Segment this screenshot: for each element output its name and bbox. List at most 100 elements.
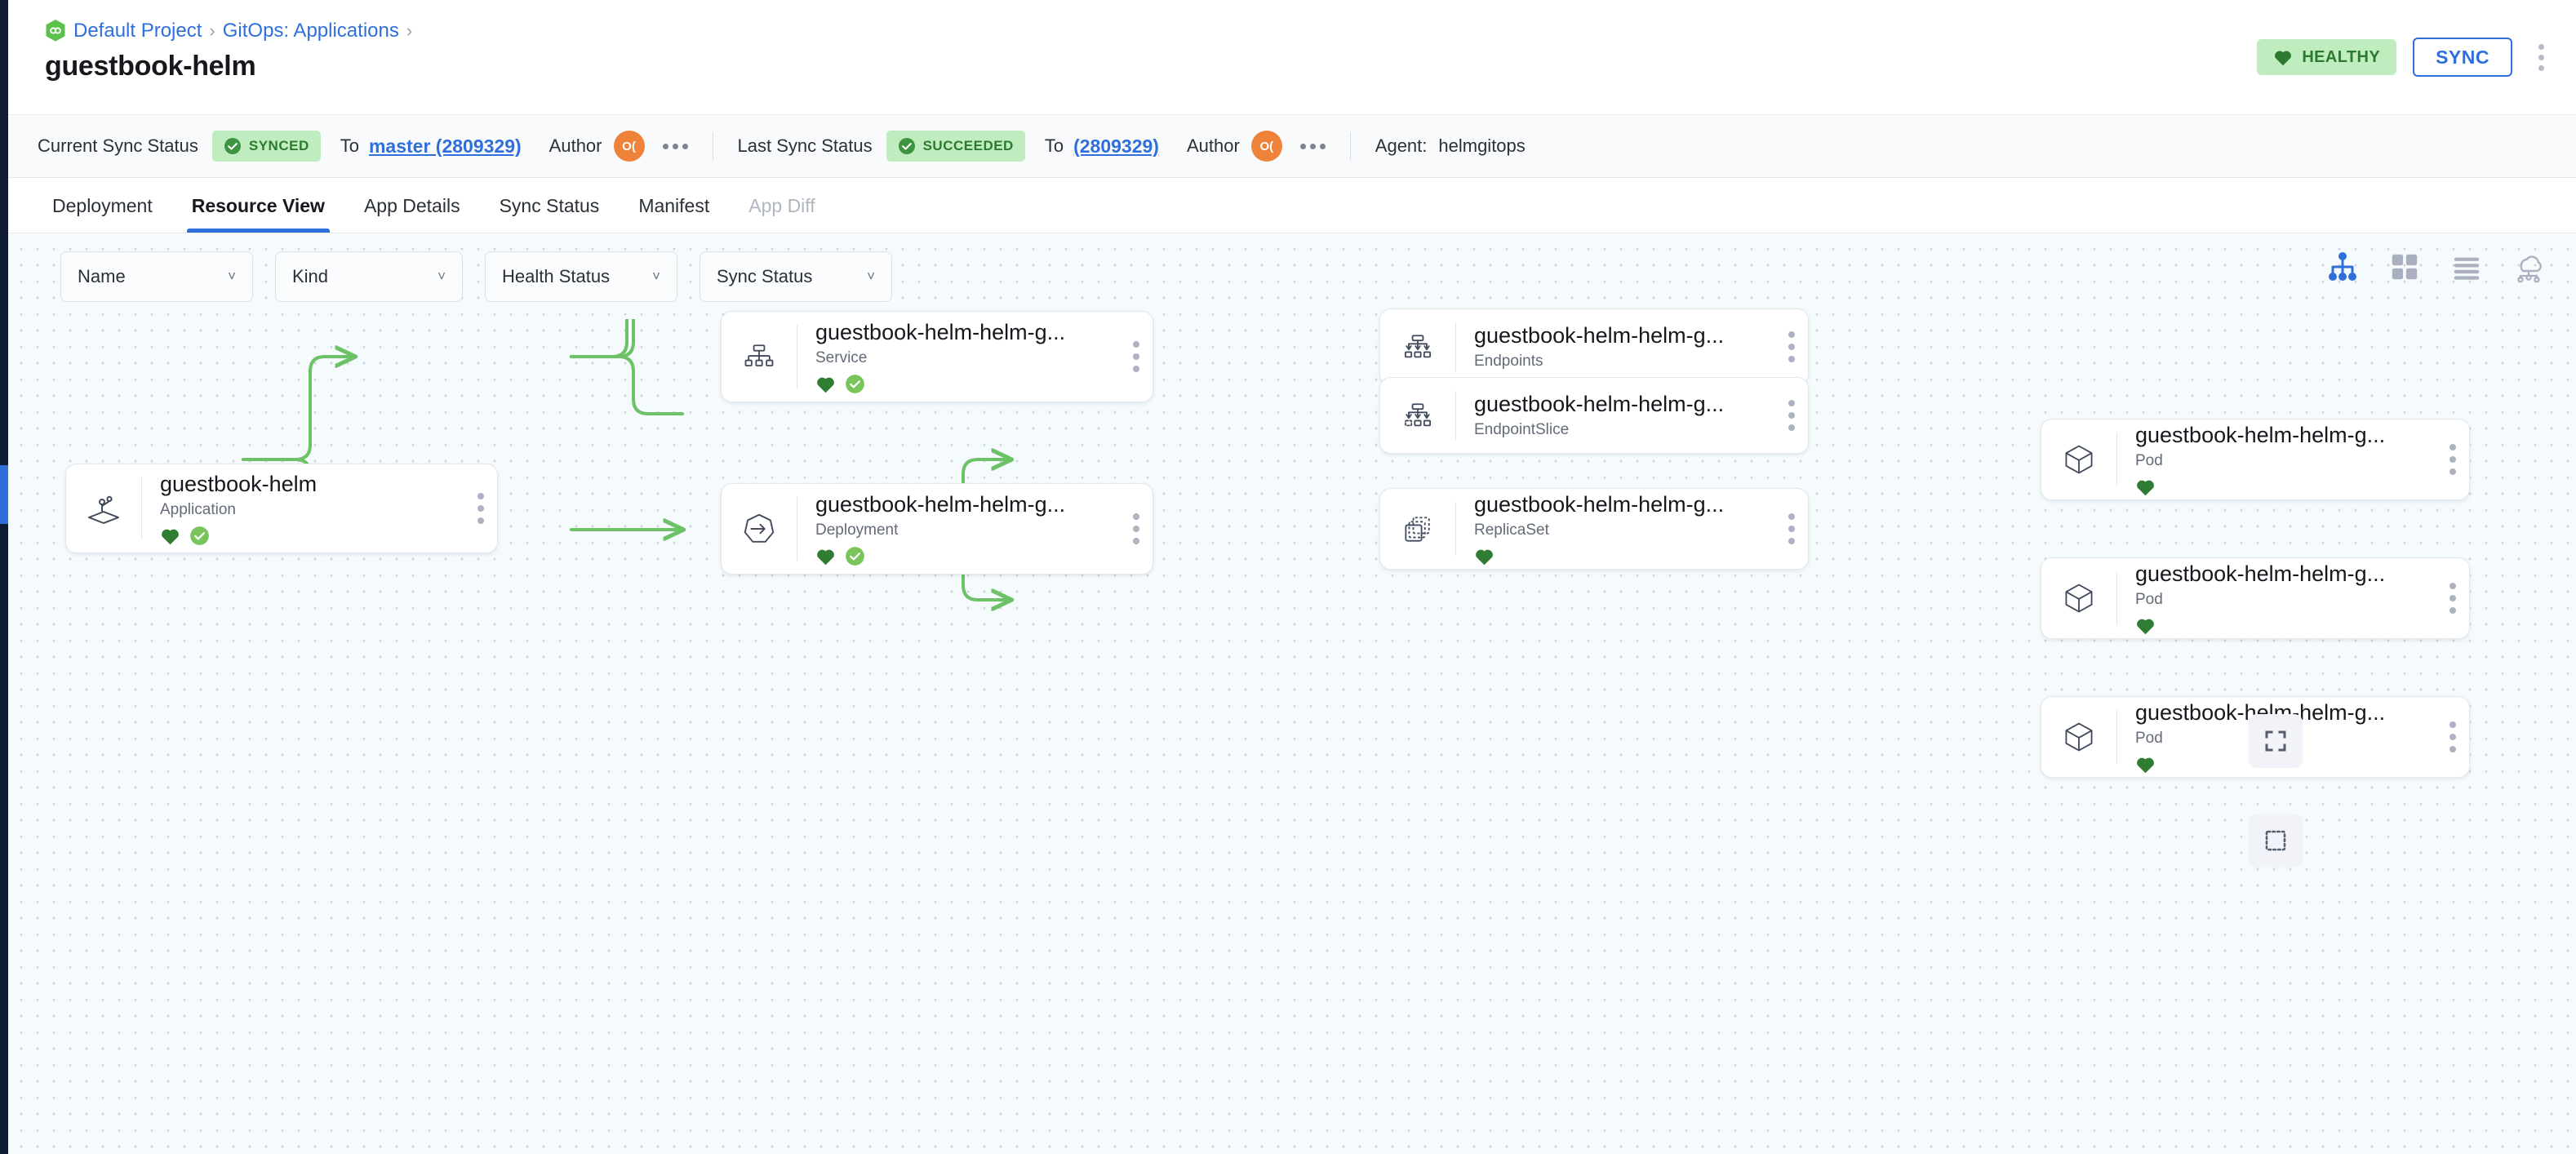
avatar[interactable]: O( [614, 131, 645, 162]
check-circle-icon [224, 137, 242, 155]
filter-name-label: Name [78, 266, 126, 287]
breadcrumb-separator: › [209, 20, 215, 42]
node-title: guestbook-helm-helm-g... [2135, 561, 2436, 587]
filter-health-status[interactable]: Health Status ˅ [485, 251, 677, 302]
check-circle-icon [845, 374, 865, 394]
tab-manifest[interactable]: Manifest [619, 179, 729, 233]
node-kebab-icon[interactable] [464, 464, 497, 553]
kebab-horizontal-icon[interactable] [1300, 144, 1326, 149]
check-circle-icon [189, 526, 210, 546]
graph-node-endpointslice[interactable]: guestbook-helm-helm-g... EndpointSlice [1379, 377, 1809, 454]
node-kebab-icon[interactable] [1120, 312, 1153, 402]
filter-sync-status-label: Sync Status [717, 266, 812, 287]
kebab-horizontal-icon[interactable] [663, 144, 688, 149]
node-kind: Endpoints [1474, 353, 1775, 371]
heart-icon [2135, 755, 2156, 774]
application-icon [66, 489, 141, 528]
header-actions: HEALTHY SYNC [2257, 38, 2553, 77]
left-rail-active-indicator [0, 465, 8, 524]
kebab-vertical-icon[interactable] [2529, 39, 2553, 75]
project-logo-icon [45, 19, 66, 42]
agent-label: Agent: [1375, 135, 1428, 157]
node-kebab-icon[interactable] [1775, 309, 1808, 384]
filter-kind-label: Kind [292, 266, 328, 287]
node-badges [2135, 615, 2436, 635]
filter-health-status-label: Health Status [502, 266, 610, 287]
graph-node-application[interactable]: guestbook-helm Application [65, 464, 498, 553]
graph-node-pod[interactable]: guestbook-helm-helm-g... Pod [2041, 557, 2470, 639]
app-left-rail [0, 0, 8, 1154]
node-kebab-icon[interactable] [2436, 419, 2469, 499]
current-sync-status-chip-label: SYNCED [249, 138, 309, 154]
tab-deployment[interactable]: Deployment [44, 179, 172, 233]
check-circle-icon [898, 137, 916, 155]
node-title: guestbook-helm-helm-g... [1474, 323, 1775, 348]
graph-node-endpoints[interactable]: guestbook-helm-helm-g... Endpoints [1379, 308, 1809, 385]
node-body: guestbook-helm-helm-g... Pod [2117, 423, 2436, 497]
canvas-scrollbar[interactable] [2569, 234, 2576, 1154]
node-body: guestbook-helm-helm-g... Service [797, 320, 1120, 394]
avatar[interactable]: O( [1251, 131, 1282, 162]
breadcrumb: Default Project › GitOps: Applications › [45, 19, 412, 42]
filter-kind[interactable]: Kind ˅ [275, 251, 463, 302]
check-circle-icon [845, 546, 865, 566]
filter-sync-status[interactable]: Sync Status ˅ [700, 251, 892, 302]
tab-app-details[interactable]: App Details [344, 179, 480, 233]
endpointslice-icon [1380, 397, 1455, 433]
pod-icon [2041, 442, 2116, 477]
node-kebab-icon[interactable] [1120, 484, 1153, 574]
breadcrumb-item-gitops-applications[interactable]: GitOps: Applications [223, 20, 399, 42]
heart-icon [815, 547, 836, 566]
node-badges [815, 546, 1120, 566]
graph-node-pod[interactable]: guestbook-helm-helm-g... Pod [2041, 419, 2470, 500]
sync-button[interactable]: SYNC [2413, 38, 2512, 77]
heart-icon [2273, 48, 2293, 66]
node-title: guestbook-helm-helm-g... [1474, 392, 1775, 417]
current-sync-status-chip: SYNCED [212, 131, 321, 162]
filter-bar: Name ˅ Kind ˅ Health Status ˅ Sync Statu… [8, 234, 2576, 319]
last-to-label: To [1045, 135, 1064, 157]
resource-graph-canvas[interactable]: Name ˅ Kind ˅ Health Status ˅ Sync Statu… [8, 234, 2576, 1154]
node-kind: Application [160, 502, 464, 519]
breadcrumb-item-default-project[interactable]: Default Project [73, 20, 202, 42]
fit-view-button[interactable] [2249, 714, 2303, 768]
graph-node-service[interactable]: guestbook-helm-helm-g... Service [721, 311, 1153, 402]
current-author-label: Author [549, 135, 602, 157]
sync-status-bar: Current Sync Status SYNCED To master (28… [8, 114, 2576, 178]
list-view-icon[interactable] [2450, 251, 2483, 283]
node-title: guestbook-helm-helm-g... [815, 492, 1120, 517]
tree-view-icon[interactable] [2326, 251, 2359, 283]
node-kebab-icon[interactable] [2436, 558, 2469, 638]
node-badges [815, 374, 1120, 393]
graph-node-deployment[interactable]: guestbook-helm-helm-g... Deployment [721, 483, 1153, 575]
graph-node-replicaset[interactable]: guestbook-helm-helm-g... ReplicaSet [1379, 488, 1809, 570]
node-kebab-icon[interactable] [1775, 378, 1808, 453]
node-kind: Service [815, 350, 1120, 367]
select-region-button[interactable] [2249, 814, 2303, 868]
node-body: guestbook-helm Application [142, 472, 464, 546]
tab-resource-view[interactable]: Resource View [172, 179, 344, 233]
tab-sync-status[interactable]: Sync Status [480, 179, 620, 233]
service-icon [722, 339, 797, 375]
last-sync-status-chip: SUCCEEDED [886, 131, 1025, 162]
endpoints-icon [1380, 329, 1455, 365]
node-kind: EndpointSlice [1474, 422, 1775, 439]
node-kebab-icon[interactable] [2436, 697, 2469, 777]
heart-icon [815, 375, 836, 393]
pod-icon [2041, 580, 2116, 616]
heart-icon [1474, 547, 1495, 566]
last-revision-link[interactable]: (2809329) [1073, 135, 1159, 158]
filter-name[interactable]: Name ˅ [60, 251, 253, 302]
node-kebab-icon[interactable] [1775, 489, 1808, 569]
chevron-down-icon: ˅ [228, 269, 236, 285]
deployment-icon [722, 510, 797, 548]
health-badge-label: HEALTHY [2302, 48, 2380, 67]
node-kind: ReplicaSet [1474, 522, 1775, 539]
node-title: guestbook-helm [160, 472, 464, 497]
network-view-icon[interactable] [2512, 251, 2545, 283]
grid-view-icon[interactable] [2388, 251, 2421, 283]
chevron-down-icon: ˅ [652, 269, 660, 285]
current-to-label: To [340, 135, 359, 157]
current-revision-link[interactable]: master (2809329) [369, 135, 522, 158]
view-mode-switcher [2326, 251, 2545, 283]
